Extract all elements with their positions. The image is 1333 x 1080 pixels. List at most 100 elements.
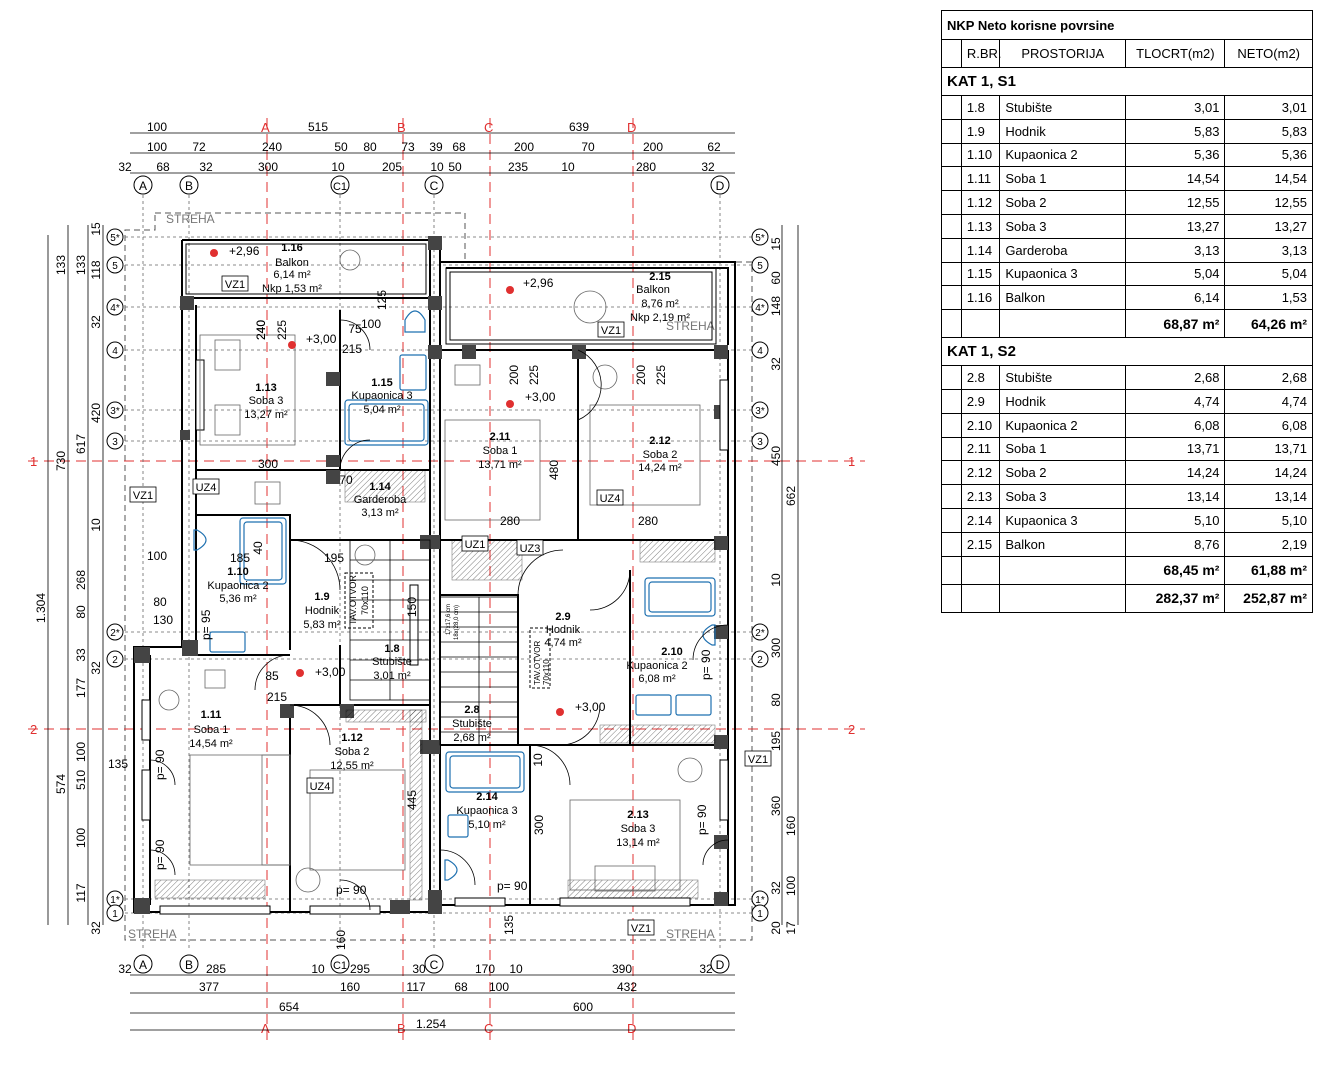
tag-uz1: UZ1 [465, 539, 486, 551]
row-number: 2.10 [960, 412, 1001, 438]
floor-area: 12,55 [1125, 190, 1226, 215]
dim-top3-5: 205 [382, 160, 402, 174]
room-area: 5,36 m² [219, 593, 257, 605]
row-spacer [941, 285, 962, 311]
room-name: Stubište [372, 656, 412, 668]
floor-area: 13,14 [1125, 484, 1226, 509]
dim-left4-2: 118 [89, 260, 103, 279]
net-area: 13,27 [1224, 213, 1313, 239]
room-1-15: 1.15 Kupaonica 3 5,04 m² [351, 377, 412, 416]
total-spacer [960, 555, 1001, 585]
room-area: 3,13 m² [361, 507, 399, 519]
room-name: Kupaonica 3 [351, 390, 412, 402]
idim-5: 100 [147, 549, 167, 563]
axis-b-top: B [185, 179, 193, 193]
axis-3-right: 3 [757, 437, 763, 448]
dim-bot1-2: 10 [311, 962, 325, 976]
red-axis-c-bottom: C [484, 1021, 493, 1036]
room-extra: Nkp 1,53 m² [262, 283, 322, 295]
tag-uz4-b: UZ4 [600, 493, 621, 505]
room-name: Stubište [999, 95, 1127, 120]
column-blocks [134, 236, 728, 914]
room-name: Soba 3 [999, 213, 1127, 239]
dim-right1-0: 15 [769, 237, 783, 251]
floor-plan: STREHA STREHA STREHA STREHA A B C D A B … [28, 118, 865, 1040]
floor-area: 2,68 [1125, 365, 1226, 390]
room-id: 2.13 [627, 809, 648, 821]
room-area: 8,76 m² [641, 298, 679, 310]
axis-2-left: 2 [112, 655, 118, 666]
dim-left4-3: 32 [89, 315, 103, 329]
room-1-8: 1.8 Stubište 3,01 m² [372, 643, 412, 682]
room-area: 13,14 m² [616, 837, 660, 849]
door-p95: p= 95 [199, 609, 213, 640]
table-title: NKP Neto korisne povrsine [941, 10, 1313, 40]
red-axis-a-bottom: A [261, 1021, 270, 1036]
room-area: 13,27 m² [244, 409, 288, 421]
total-neto: 64,26 m² [1224, 309, 1313, 339]
floor-area: 8,76 [1125, 531, 1226, 557]
roof-label-right: STREHA [666, 319, 715, 333]
room-name: Garderoba [999, 237, 1127, 263]
floor-area: 3,13 [1125, 237, 1226, 263]
row-number: 2.8 [960, 365, 1001, 390]
room-1-9: 1.9 Hodnik 5,83 m² [303, 591, 341, 631]
room-name: Kupaonica 3 [999, 261, 1127, 287]
dim-right1-9: 360 [769, 796, 783, 816]
idim-18: 300 [532, 815, 546, 835]
dim-top3-9: 10 [561, 160, 575, 174]
row-number: 1.14 [960, 237, 1001, 263]
level-1-8: +3,00 [315, 665, 346, 679]
idim-7: 75 [348, 322, 362, 336]
row-number: 1.12 [960, 190, 1001, 215]
row-number: 2.11 [960, 436, 1001, 462]
axis-c1-bottom: C1 [333, 960, 347, 972]
row-spacer [941, 388, 962, 414]
room-name: Balkon [999, 285, 1127, 311]
idim-17: 445 [405, 790, 419, 810]
row-number: 2.12 [960, 460, 1001, 486]
section-s1-header: KAT 1, S1 [941, 67, 1313, 96]
room-2-12: 2.12 Soba 2 14,24 m² [638, 435, 682, 474]
room-labels: 1.16 Balkon 6,14 m² Nkp 1,53 m² 2.15 Bal… [189, 242, 690, 849]
attic-opening-label-1: TAV.OTVOR [348, 575, 358, 625]
row-spacer [941, 261, 962, 287]
total-spacer [960, 583, 1001, 613]
door-p90-c: p= 90 [336, 883, 367, 897]
axis-bubbles-left [106, 228, 124, 922]
floor-area: 6,08 [1125, 412, 1226, 438]
attic-openings [344, 572, 551, 689]
idim-23: 215 [267, 690, 287, 704]
total-spacer [999, 583, 1127, 613]
red-axis-a-top: A [261, 120, 270, 135]
room-name: Soba 1 [999, 436, 1127, 462]
room-1-14: 1.14 Garderoba 3,13 m² [354, 481, 407, 519]
section-s2-header: KAT 1, S2 [941, 337, 1313, 367]
idim-21: 135 [502, 915, 516, 935]
room-1-11: 1.11 Soba 1 14,54 m² [189, 709, 233, 750]
row-spacer [941, 531, 962, 557]
net-area: 3,13 [1224, 237, 1313, 263]
dim-right1-10: 160 [784, 816, 798, 836]
axis-1-left: 1 [112, 909, 118, 920]
idim-14: 200 [634, 365, 648, 385]
dim-right1-4: 450 [769, 446, 783, 466]
idim-24: 70 [339, 473, 353, 487]
floor-area: 5,10 [1125, 507, 1226, 533]
tag-uz3: UZ3 [520, 543, 541, 555]
dim-bot1-0: 32 [118, 962, 132, 976]
row-number: 2.14 [960, 507, 1001, 533]
room-area: 14,54 m² [189, 738, 233, 750]
axis-4-left: 4 [112, 346, 118, 357]
red-axis-b-top: B [397, 120, 406, 135]
tag-uz4-c: UZ4 [310, 781, 331, 793]
room-area: 2,68 m² [453, 732, 491, 744]
dim-top3-8: 235 [508, 160, 528, 174]
tag-uz4-a: UZ4 [196, 482, 217, 494]
attic-opening-size-1: 70x110 [360, 586, 370, 615]
net-area: 5,36 [1224, 142, 1313, 168]
dim-top2-11: 62 [707, 140, 721, 154]
row-number: 1.10 [960, 142, 1001, 168]
level-1-13: +3,00 [306, 332, 337, 346]
level-markers [210, 249, 564, 716]
